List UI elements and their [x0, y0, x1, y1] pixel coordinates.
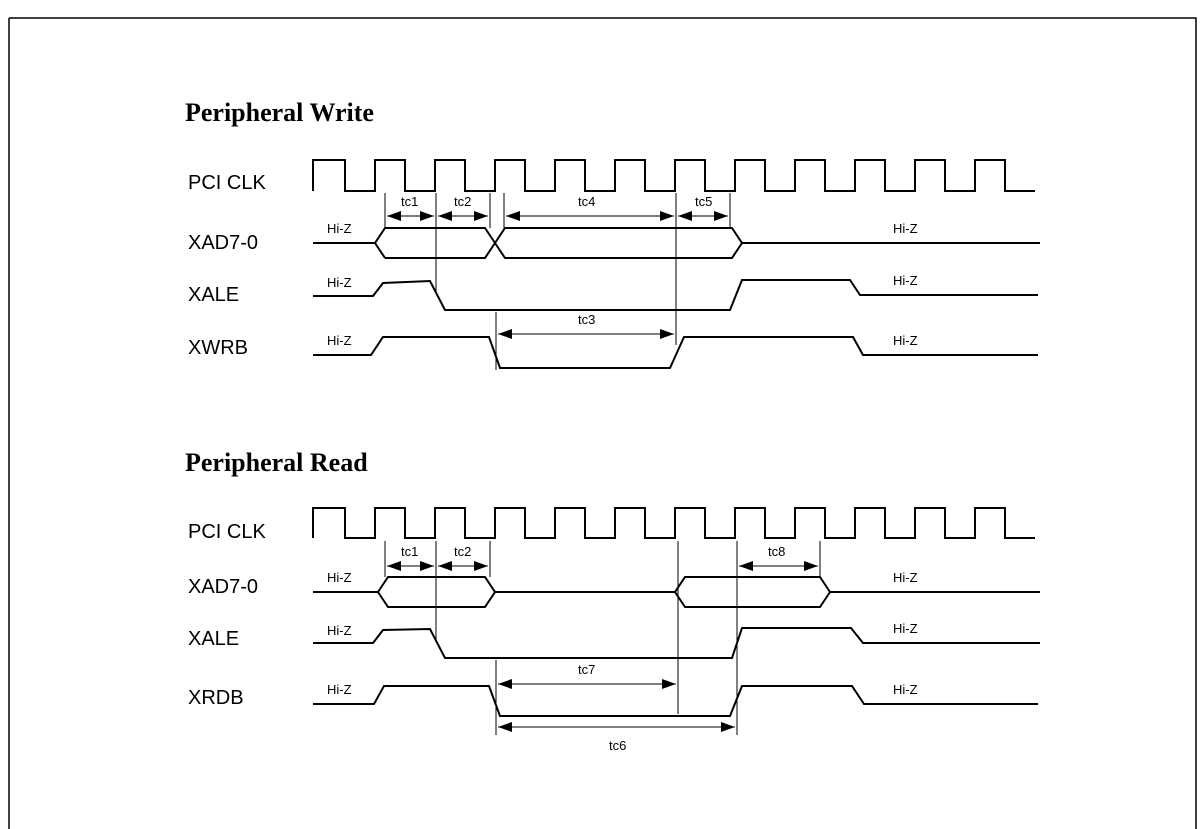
signal-label-xrdb-read: XRDB — [188, 687, 244, 709]
timing-label: tc3 — [578, 312, 595, 327]
xrdb-waveform-read — [313, 685, 1038, 717]
hi-z-label: Hi-Z — [893, 273, 918, 288]
xad-waveform-write — [313, 227, 1040, 259]
signal-label-pci-clk-write: PCI CLK — [188, 172, 266, 194]
timing-tc1-read: tc1 — [387, 544, 434, 571]
hi-z-label: Hi-Z — [893, 221, 918, 236]
timing-label: tc5 — [695, 194, 712, 209]
signal-label-xad-write: XAD7-0 — [188, 232, 258, 254]
timing-tc7-read: tc7 — [498, 662, 676, 689]
timing-label: tc1 — [401, 544, 418, 559]
hi-z-label: Hi-Z — [327, 221, 352, 236]
hi-z-label: Hi-Z — [893, 570, 918, 585]
figure-frame — [8, 17, 1197, 829]
section-title-read: Peripheral Read — [185, 448, 368, 477]
peripheral-read-section: Peripheral Read PCI CLK XAD7-0 XALE XRDB… — [185, 448, 1040, 753]
timing-tc1-write: tc1 — [387, 194, 434, 221]
signal-label-xale-read: XALE — [188, 628, 239, 650]
timing-guides-read — [384, 541, 821, 735]
timing-label: tc1 — [401, 194, 418, 209]
signal-label-pci-clk-read: PCI CLK — [188, 521, 266, 543]
signal-label-xad-read: XAD7-0 — [188, 576, 258, 598]
peripheral-write-section: Peripheral Write PCI CLK XAD7-0 XALE XWR… — [185, 98, 1040, 370]
xale-waveform-read — [313, 627, 1040, 659]
hi-z-label: Hi-Z — [893, 682, 918, 697]
timing-tc8-read: tc8 — [739, 544, 818, 571]
timing-label: tc2 — [454, 194, 471, 209]
signal-label-xale-write: XALE — [188, 284, 239, 306]
timing-tc2-write: tc2 — [438, 194, 488, 221]
signal-label-xwrb-write: XWRB — [188, 337, 248, 359]
pci-clk-waveform-read — [312, 507, 1035, 539]
xwrb-waveform-write — [313, 336, 1038, 369]
timing-guides-write — [384, 193, 731, 370]
timing-label: tc8 — [768, 544, 785, 559]
timing-tc4-write: tc4 — [506, 194, 674, 221]
timing-tc2-read: tc2 — [438, 544, 488, 571]
hi-z-label: Hi-Z — [893, 621, 918, 636]
timing-tc6-read: tc6 — [498, 722, 735, 753]
section-title-write: Peripheral Write — [185, 98, 374, 127]
hi-z-label: Hi-Z — [327, 623, 352, 638]
hi-z-label: Hi-Z — [327, 333, 352, 348]
hi-z-label: Hi-Z — [327, 275, 352, 290]
timing-label: tc2 — [454, 544, 471, 559]
pci-clk-waveform-write — [312, 159, 1035, 192]
xad-waveform-read — [313, 576, 1040, 608]
hi-z-label: Hi-Z — [893, 333, 918, 348]
timing-label: tc4 — [578, 194, 595, 209]
timing-tc3-write: tc3 — [498, 312, 674, 339]
xale-waveform-write — [313, 279, 1038, 311]
timing-label: tc6 — [609, 738, 626, 753]
timing-label: tc7 — [578, 662, 595, 677]
hi-z-label: Hi-Z — [327, 682, 352, 697]
timing-tc5-write: tc5 — [678, 194, 728, 221]
hi-z-label: Hi-Z — [327, 570, 352, 585]
